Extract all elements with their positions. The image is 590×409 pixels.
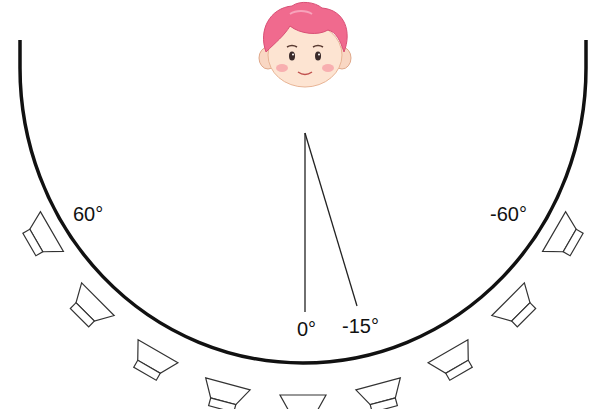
angle-line bbox=[304, 133, 305, 312]
angle-line bbox=[305, 133, 357, 306]
speaker-icon bbox=[492, 283, 543, 334]
speaker-icon bbox=[199, 378, 250, 409]
speaker-icon bbox=[125, 340, 178, 386]
angle-label: -15° bbox=[342, 315, 379, 337]
angle-label: -60° bbox=[490, 203, 527, 225]
speaker-icon bbox=[18, 212, 64, 265]
speaker-icon bbox=[428, 340, 481, 386]
listening-arc bbox=[20, 40, 586, 363]
listener-head bbox=[259, 2, 351, 87]
speaker-ring bbox=[18, 212, 588, 409]
angle-label: 60° bbox=[73, 203, 103, 225]
speaker-icon bbox=[356, 378, 407, 409]
speaker-icon bbox=[280, 395, 326, 409]
angle-label: 0° bbox=[297, 318, 316, 340]
speaker-icon bbox=[543, 212, 589, 265]
speaker-icon bbox=[63, 283, 114, 334]
